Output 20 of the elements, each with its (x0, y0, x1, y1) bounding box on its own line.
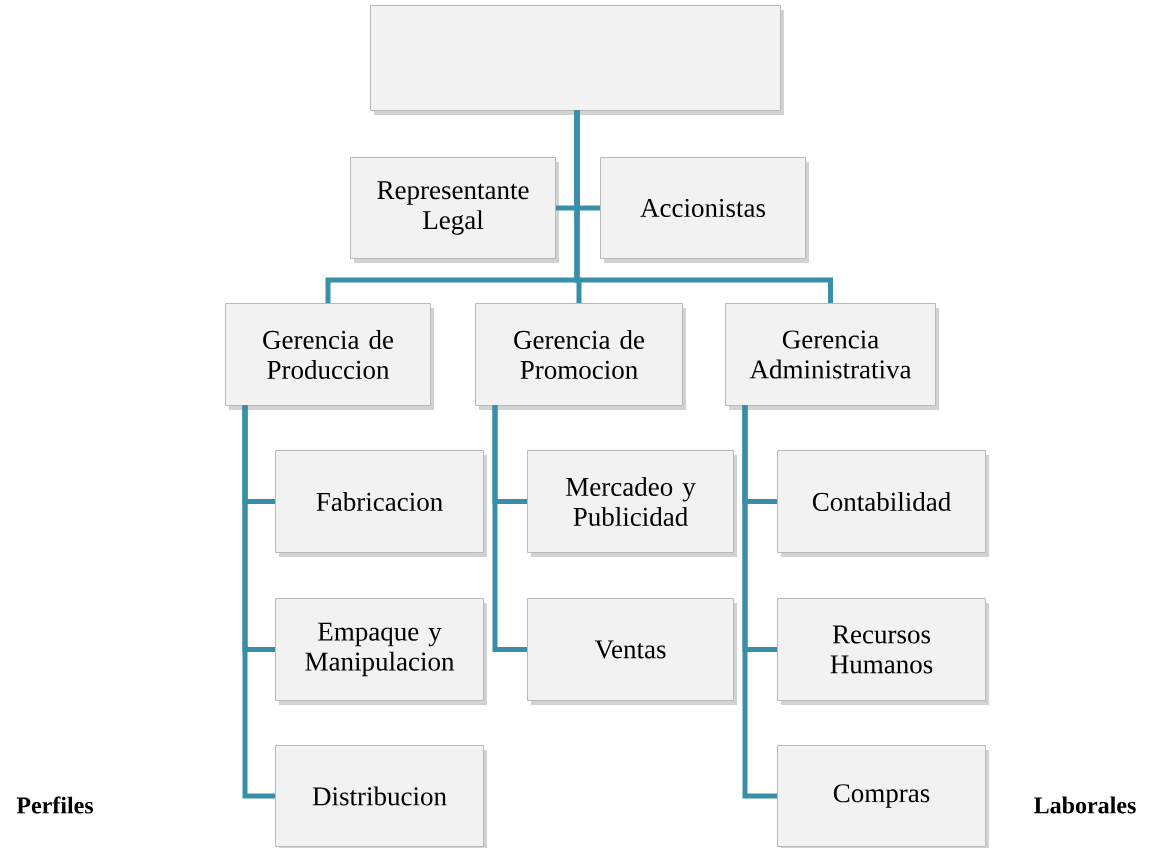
org-box: Contabilidad (777, 450, 989, 557)
side-label: Laborales (1034, 796, 1136, 814)
org-box: Gerencia Administrativa (725, 303, 939, 410)
org-box: Ventas (527, 598, 737, 705)
org-box: Mercadeo y Publicidad (527, 450, 737, 557)
org-box: Gerencia de Promocion (475, 303, 686, 410)
connector-line (492, 405, 527, 652)
org-box: Fabricacion (275, 450, 487, 557)
org-box (370, 5, 784, 115)
org-box: Representante Legal (350, 157, 559, 263)
org-box: Accionistas (600, 157, 809, 263)
connector-line (742, 405, 777, 799)
org-box: Recursos Humanos (777, 598, 989, 705)
org-box: Gerencia de Produccion (225, 303, 434, 410)
connector-line (242, 405, 275, 799)
side-label: Perfiles (16, 796, 94, 814)
org-box: Distribucion (275, 745, 487, 848)
org-box: Compras (777, 745, 989, 848)
connector-line (574, 110, 833, 303)
org-box: Empaque y Manipulacion (275, 598, 487, 705)
